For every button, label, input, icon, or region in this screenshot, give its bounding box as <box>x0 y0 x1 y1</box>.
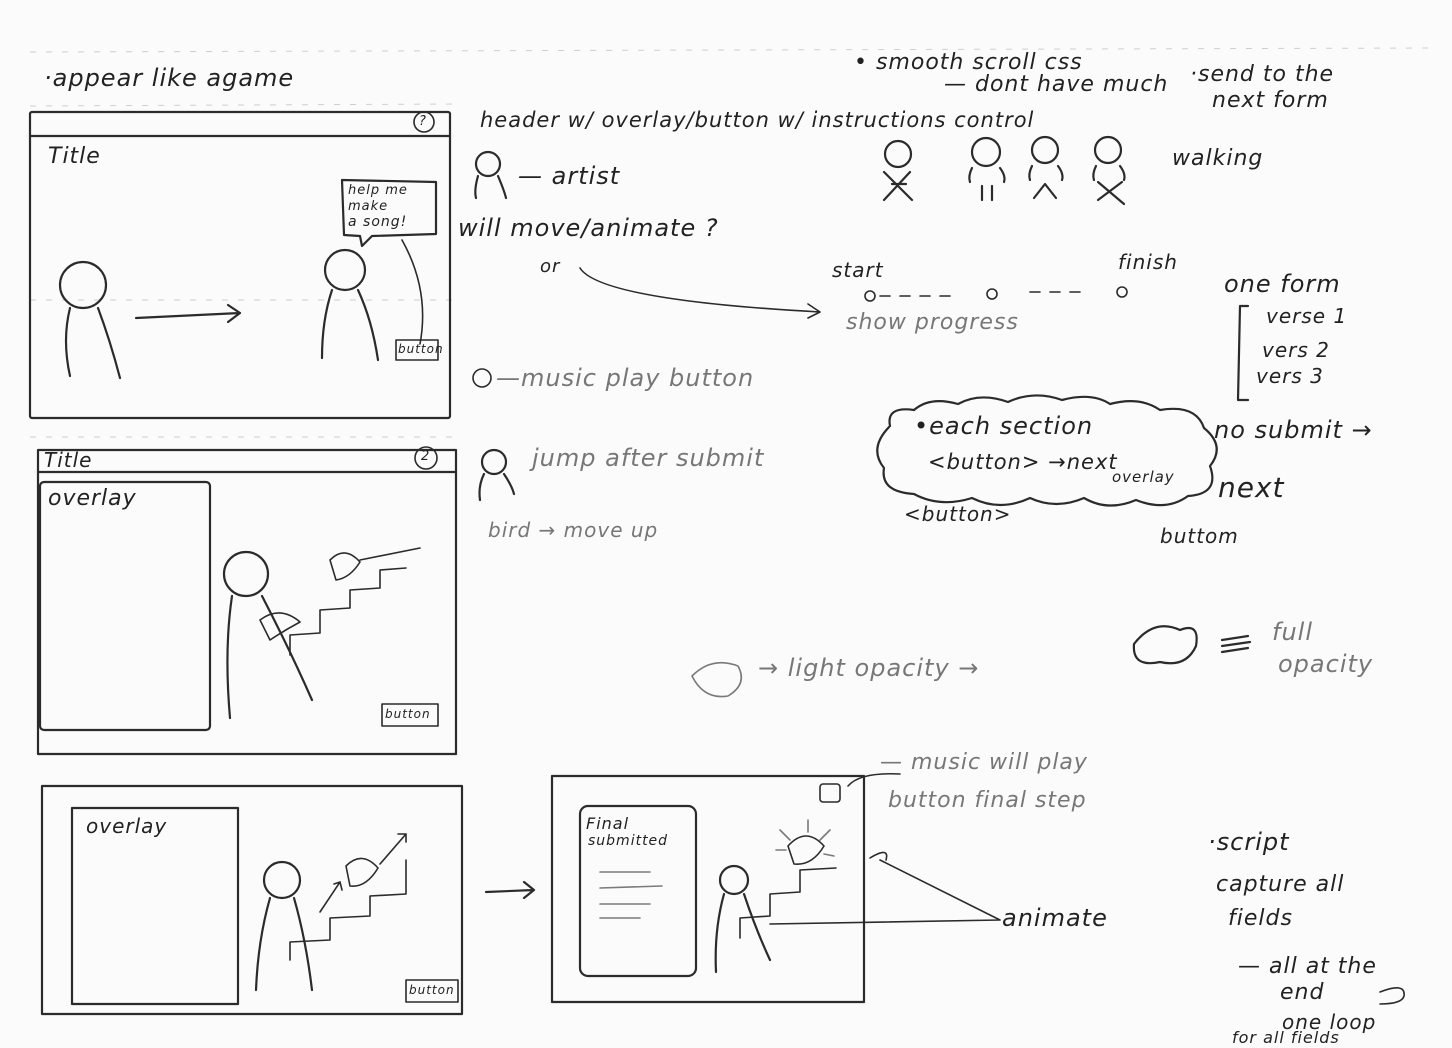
note-animate: animate <box>1002 904 1108 932</box>
note-end: end <box>1280 980 1325 1005</box>
frame2-button-box <box>381 703 439 727</box>
note-fields: fields <box>1228 906 1293 931</box>
note-each-section: •each section <box>914 412 1094 440</box>
note-walking: walking <box>1172 146 1264 171</box>
note-dont-have-much: — dont have much <box>944 72 1169 97</box>
storyboard-frame-2 <box>36 446 458 756</box>
speech-line-3: a song! <box>348 214 408 230</box>
storyboard-frame-4 <box>550 772 1001 1004</box>
progress-track <box>864 286 1128 302</box>
note-show-progress: show progress <box>846 310 1019 335</box>
bird-high <box>329 552 361 581</box>
stairs-3 <box>289 859 407 961</box>
note-verse-3: vers 3 <box>1256 364 1324 388</box>
speech-line-2: make <box>348 199 389 214</box>
note-opacity: opacity <box>1278 650 1374 678</box>
bird-full-opacity <box>1132 625 1198 665</box>
storyboard-frame-1 <box>28 110 452 420</box>
speech-bubble <box>340 178 438 248</box>
note-next-form: next form <box>1212 88 1329 113</box>
progress-arrow <box>579 267 821 319</box>
move-arrow <box>134 303 242 324</box>
speech-line-1: help me <box>348 183 408 198</box>
note-finish: finish <box>1118 250 1178 274</box>
note-button-next: <button> →next <box>928 450 1118 474</box>
note-artist: — artist <box>518 162 621 190</box>
note-full: full <box>1272 618 1313 646</box>
music-icon <box>819 783 841 803</box>
note-verse-2: vers 2 <box>1262 338 1330 362</box>
section-cloud <box>876 394 1218 507</box>
overlay-panel-3 <box>70 806 240 1006</box>
stairs <box>289 567 407 656</box>
walking-figures <box>882 135 1126 206</box>
music-play-icon <box>472 368 492 388</box>
storyboard-frame-3 <box>40 784 536 1016</box>
note-no-submit: no submit → <box>1214 416 1373 444</box>
note-one-loop: one loop <box>1282 1010 1377 1034</box>
note-header-overlay: header w/ overlay/button w/ instructions… <box>480 108 1035 132</box>
bird-4 <box>787 835 825 865</box>
bubble-tail-line <box>401 239 424 345</box>
note-music-play-button: —music play button <box>496 364 755 392</box>
bird-low <box>259 612 301 641</box>
loop-arrow <box>1379 987 1405 1005</box>
note-buttom: buttom <box>1160 524 1239 548</box>
frame3-overlay-label: overlay <box>86 814 168 838</box>
final-line-2: submitted <box>588 833 669 849</box>
artist-figure-left <box>58 260 122 380</box>
note-button-bottom: <button> <box>904 502 1012 526</box>
frame1-title: Title <box>48 144 101 169</box>
artist-icon <box>474 150 508 200</box>
frame3-button-box <box>405 979 459 1003</box>
note-script: ·script <box>1208 828 1290 856</box>
frame3-button[interactable]: button <box>409 983 455 997</box>
note-all-at-the: — all at the <box>1238 954 1377 979</box>
frame1-help-icon[interactable]: ? <box>419 114 427 129</box>
note-bird-move-up: bird → move up <box>488 518 659 542</box>
help-icon <box>413 111 435 133</box>
note-one-form: one form <box>1224 270 1341 298</box>
artist-figure <box>222 550 314 720</box>
note-capture-all: capture all <box>1216 872 1345 897</box>
note-or: or <box>540 256 561 277</box>
note-music-will-play: — music will play <box>880 750 1088 775</box>
frame2-help-icon[interactable]: 2 <box>421 449 431 464</box>
form-bracket <box>1236 304 1250 402</box>
final-line-1: Final <box>586 814 630 833</box>
artist-figure-3 <box>254 860 314 992</box>
artist-figure-4 <box>714 864 772 974</box>
stairs-4 <box>739 867 837 939</box>
note-smooth-scroll: • smooth scroll css <box>854 50 1083 75</box>
note-light-opacity: → light opacity → <box>758 654 980 682</box>
note-start: start <box>832 258 884 282</box>
frame1-button-box <box>395 339 439 361</box>
to-final-arrow <box>484 880 536 900</box>
bird-3 <box>345 857 379 887</box>
jump-artist-icon <box>478 448 516 502</box>
note-verse-1: verse 1 <box>1266 304 1348 328</box>
frame2-button[interactable]: button <box>385 707 431 721</box>
frame2-overlay-label: overlay <box>48 486 137 511</box>
note-next: next <box>1218 471 1285 504</box>
frame1-button[interactable]: button <box>398 342 444 356</box>
bird-light-opacity <box>691 661 743 698</box>
note-jump-after-submit: jump after submit <box>532 444 765 472</box>
note-appear-like-a-game: ·appear like agame <box>44 64 295 92</box>
animate-lines <box>769 851 1001 925</box>
note-send-to-the: ·send to the <box>1190 62 1335 87</box>
note-will-move: will move/animate ? <box>458 214 719 242</box>
note-overlay-small: overlay <box>1112 468 1175 486</box>
artist-figure-right <box>320 248 380 362</box>
frame2-title: Title <box>44 448 93 472</box>
note-button-final-step: button final step <box>888 788 1087 813</box>
annotation-sketches <box>472 135 1405 1005</box>
final-overlay <box>578 804 698 978</box>
overlay-panel <box>38 480 212 732</box>
note-for-all-fields: for all fields <box>1232 1028 1340 1047</box>
